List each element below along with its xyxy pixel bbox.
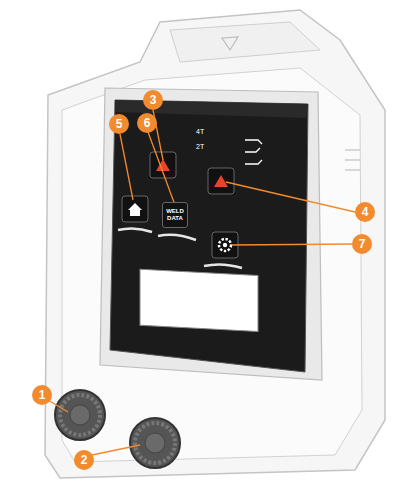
callout-number: 4 xyxy=(355,202,375,222)
right-knob-cap xyxy=(145,433,165,453)
housing-inner-outline xyxy=(62,68,362,462)
right-knob-grip xyxy=(135,423,175,463)
vent-slots xyxy=(345,150,360,170)
callout-number: 7 xyxy=(352,234,372,254)
cover-frame xyxy=(100,88,322,380)
callout-number: 5 xyxy=(109,114,129,134)
callout-number: 1 xyxy=(32,385,52,405)
home-button xyxy=(122,196,148,222)
up-arrow-icon xyxy=(214,175,228,187)
weld-data-button: WELD DATA xyxy=(162,202,188,228)
housing-outline xyxy=(45,10,385,478)
logo-mark xyxy=(222,37,238,50)
callout-number: 3 xyxy=(143,90,163,110)
display-screen xyxy=(140,269,258,331)
left-knob xyxy=(55,390,105,440)
callout-circles xyxy=(32,90,375,470)
process-button xyxy=(208,168,234,194)
mode-label: 2T xyxy=(196,143,204,151)
home-icon xyxy=(128,203,142,216)
callout-number: 6 xyxy=(137,113,157,133)
button-text: WELD DATA xyxy=(164,208,186,222)
settings-icon xyxy=(219,239,231,251)
settings-icon-center xyxy=(223,243,227,247)
housing-top xyxy=(170,22,320,62)
left-knob-cap xyxy=(70,405,90,425)
left-knob-grip xyxy=(60,395,100,435)
leader-lines xyxy=(48,110,355,455)
process-icons xyxy=(245,140,262,164)
mode-label: 4T xyxy=(196,128,204,136)
callout-number: 2 xyxy=(74,450,94,470)
right-knob xyxy=(130,418,180,468)
button-swoosh xyxy=(118,228,242,268)
control-panel xyxy=(110,100,308,372)
